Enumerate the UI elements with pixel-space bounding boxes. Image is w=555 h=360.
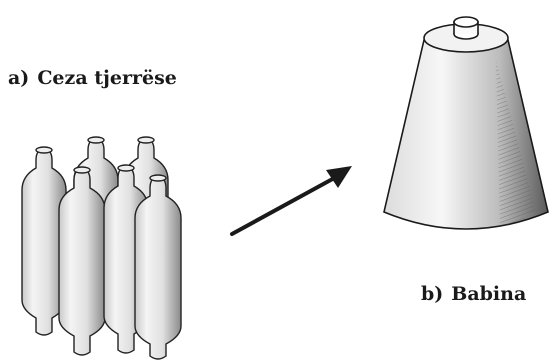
spinning-bobbins bbox=[22, 137, 181, 359]
label-b-text: Babina bbox=[451, 283, 526, 305]
arrow bbox=[232, 166, 352, 234]
label-spinning-bobbins: a) Ceza tjerrëse bbox=[8, 67, 177, 89]
cone-bobbin bbox=[384, 17, 548, 229]
label-a-text: Ceza tjerrëse bbox=[37, 67, 177, 89]
bobbin-front-right bbox=[135, 175, 181, 359]
label-cone-bobbin: b) Babina bbox=[421, 283, 526, 305]
label-b-letter: b) bbox=[421, 283, 443, 305]
bobbin-front-left bbox=[59, 167, 105, 355]
label-a-letter: a) bbox=[8, 67, 29, 89]
